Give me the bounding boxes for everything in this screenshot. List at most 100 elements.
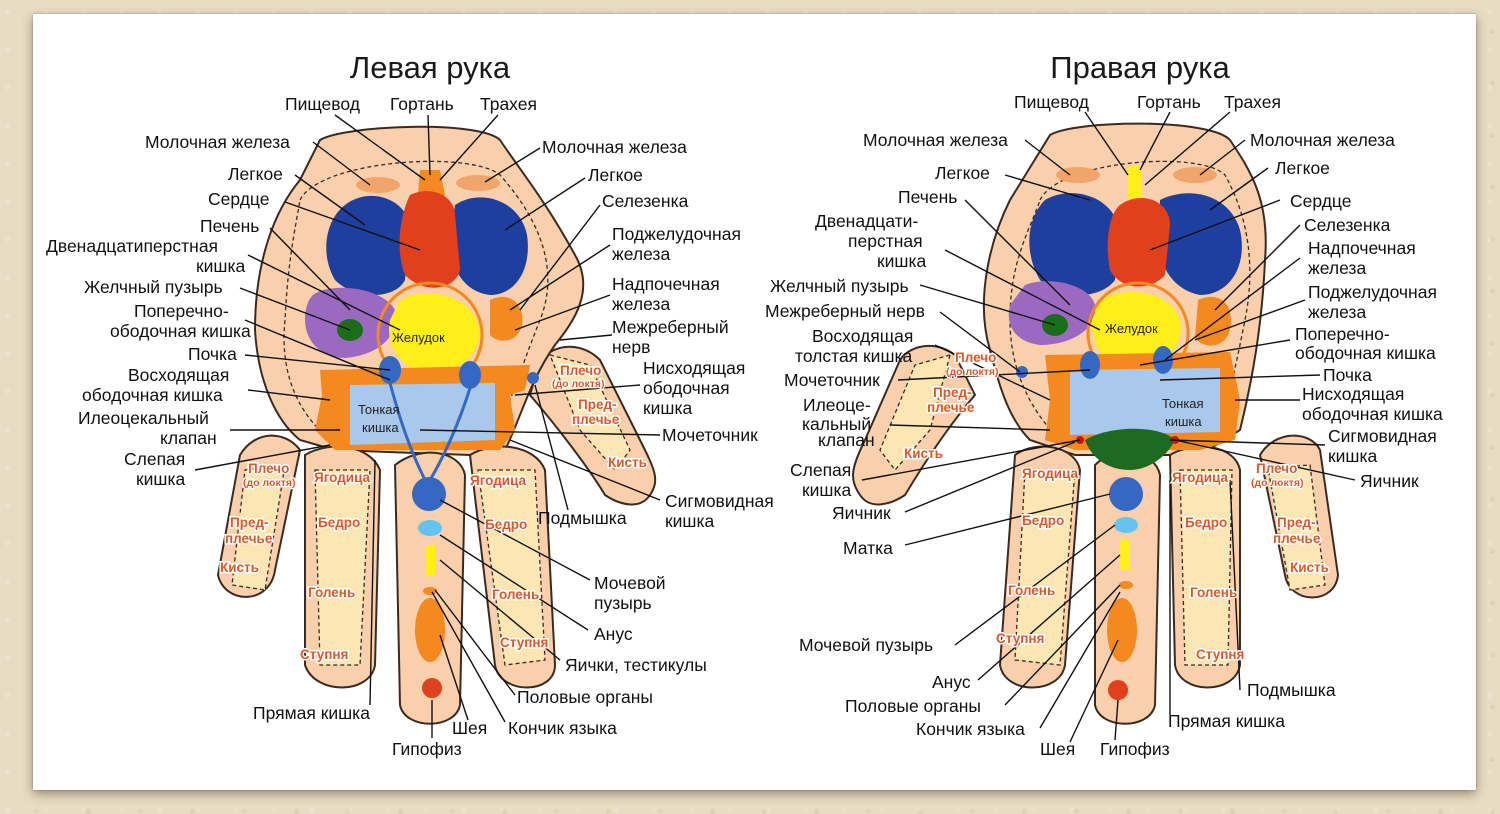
right-label-dvenad-3: кишка	[877, 251, 927, 271]
left-label-nadpoch-1: Надпочечная	[612, 274, 720, 294]
left-thumb-bones	[548, 354, 631, 472]
left-label-nishod-1: Нисходящая	[643, 358, 745, 378]
right-label-konchik: Кончик языка	[916, 719, 1025, 739]
right-tongue-tip	[1119, 581, 1133, 589]
left-zone-pred-1-thumb: Пред-	[578, 397, 617, 412]
right-label-podzhel-1: Поджелудочная	[1308, 282, 1437, 302]
right-label-podmyshka: Подмышка	[1247, 680, 1336, 700]
left-label-konchik: Кончик языка	[508, 718, 617, 738]
left-label-slepaya-1: Слепая	[124, 449, 185, 469]
right-label-yaichnik-l: Яичник	[832, 503, 891, 523]
left-label-podzhel-1: Поджелудочная	[612, 224, 741, 244]
right-label-legkoe-r: Легкое	[1275, 158, 1330, 178]
right-label-gortan: Гортань	[1137, 92, 1201, 112]
left-label-gipofiz: Гипофиз	[392, 739, 462, 759]
right-mammary-left	[1056, 167, 1100, 183]
right-zone-pred-2: плечье	[1273, 531, 1321, 546]
right-zone-do-loktya: (до локтя)	[1251, 477, 1303, 489]
left-zone-do-loktya: (до локтя)	[243, 477, 295, 489]
right-label-ileo-3: клапан	[818, 430, 875, 450]
left-label-selezenka: Селезенка	[602, 191, 689, 211]
left-label-voshod-2: ободочная кишка	[82, 385, 223, 405]
right-label-mochetochnik: Мочеточник	[784, 370, 880, 390]
right-zone-bedro-2: Бедро	[1185, 515, 1227, 530]
right-label-zhelch: Желчный пузырь	[770, 276, 909, 296]
right-zone-stupnya-2: Ступня	[1196, 647, 1244, 662]
right-leader-lines	[861, 111, 1356, 743]
left-zone-bedro-2: Бедро	[485, 517, 527, 532]
right-inner-tonkaya-2: кишка	[1165, 414, 1202, 429]
right-label-sigm-2: кишка	[1328, 446, 1378, 466]
right-title: Правая рука	[1050, 50, 1230, 85]
right-zone-kist-thumb: Кисть	[904, 446, 943, 461]
right-bladder	[1114, 517, 1138, 533]
right-zone-plecho: Плечо	[1256, 461, 1297, 476]
right-label-pishchevod: Пищевод	[1014, 92, 1089, 112]
left-index-bones	[477, 469, 546, 666]
right-pituitary	[1108, 680, 1128, 700]
right-label-selezenka: Селезенка	[1304, 215, 1391, 235]
left-zone-golen-1: Голень	[308, 585, 355, 600]
right-label-nishod-2: ободочная кишка	[1302, 404, 1443, 424]
left-label-ileo-2: клапан	[160, 428, 217, 448]
left-label-nishod-3: кишка	[643, 398, 693, 418]
right-label-sheya: Шея	[1040, 739, 1075, 759]
right-label-dvenad-2: перстная	[848, 231, 923, 251]
left-zone-golen-2: Голень	[492, 587, 539, 602]
left-label-dvenad-1: Двенадцатиперстная	[46, 236, 218, 256]
left-label-nadpoch-2: железа	[612, 294, 670, 314]
right-label-slepaya-2: кишка	[802, 480, 852, 500]
right-zone-golen-2: Голень	[1190, 585, 1237, 600]
left-label-legkoe-r: Легкое	[588, 165, 643, 185]
right-inner-tonkaya-1: Тонкая	[1162, 396, 1204, 411]
right-ring-bones	[1179, 469, 1233, 666]
right-pinky-bones	[1267, 464, 1326, 591]
right-zone-golen-1: Голень	[1008, 583, 1055, 598]
left-zone-kist: Кисть	[220, 560, 259, 575]
left-label-zhelch: Желчный пузырь	[84, 277, 223, 297]
right-label-sigm-1: Сигмовидная	[1328, 426, 1437, 446]
right-sigmoid	[1085, 428, 1175, 470]
left-genital	[418, 520, 442, 536]
right-label-gipofiz: Гипофиз	[1100, 739, 1170, 759]
left-ureters	[388, 382, 472, 481]
left-zone-plecho: Плечо	[248, 461, 289, 476]
left-label-gortan: Гортань	[390, 94, 454, 114]
left-label-legkoe-l: Легкое	[228, 164, 283, 184]
right-label-mol-zhel-l: Молочная железа	[863, 130, 1008, 150]
left-label-podzhel-2: железа	[612, 244, 670, 264]
left-label-voshod-1: Восходящая	[128, 365, 229, 385]
right-label-serdce: Сердце	[1290, 191, 1351, 211]
left-label-pochka: Почка	[188, 344, 237, 364]
right-inner-zheludok: Желудок	[1105, 321, 1158, 336]
left-label-nishod-2: ободочная	[643, 378, 730, 398]
left-zone-pred-1: Пред-	[230, 515, 269, 530]
right-label-yaichnik-r: Яичник	[1360, 471, 1419, 491]
right-label-ileo-1: Илеоце-	[803, 395, 871, 415]
left-label-poper-2: ободочная кишка	[110, 321, 251, 341]
left-heart	[399, 191, 460, 288]
right-kidney-left	[1080, 351, 1100, 379]
right-zone-do-loktya-thumb: (до локтя)	[946, 366, 998, 378]
right-zone-stupnya-1: Ступня	[996, 631, 1044, 646]
right-kidney-right	[1153, 346, 1173, 374]
right-label-mol-zhel-r: Молочная железа	[1250, 130, 1395, 150]
right-label-dvenad-1: Двенадцати-	[815, 211, 918, 231]
left-label-yaichki: Яички, тестикулы	[565, 655, 707, 675]
right-label-slepaya-1: Слепая	[790, 460, 851, 480]
right-label-poper-2: ободочная кишка	[1295, 343, 1436, 363]
right-label-poper-1: Поперечно-	[1295, 324, 1390, 344]
left-label-mezhreb-1: Межреберный	[612, 317, 729, 337]
right-label-voshod-2: толстая кишка	[795, 346, 913, 366]
left-small-intestine	[350, 383, 495, 445]
right-zone-pred-1-thumb: Пред-	[933, 385, 972, 400]
hand-reflexology-diagram: Левая рука Пищевод Гортань Трахея Молочн…	[46, 50, 1443, 759]
right-label-legkoe-l: Легкое	[935, 163, 990, 183]
left-mammary-left	[356, 177, 400, 193]
right-heart	[1107, 197, 1170, 287]
left-label-mezhreb-2: нерв	[612, 337, 650, 357]
left-label-podmyshka: Подмышка	[538, 508, 627, 528]
right-zone-yagodica-2: Ягодица	[1172, 470, 1229, 485]
left-zone-yagodica-1: Ягодица	[314, 470, 371, 485]
left-pinky-bones	[231, 464, 286, 591]
